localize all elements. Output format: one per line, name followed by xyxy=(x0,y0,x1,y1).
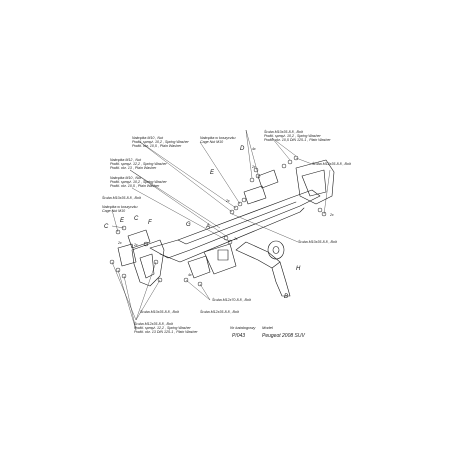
letter-c: C xyxy=(104,224,109,230)
tow-ball-neck xyxy=(235,241,281,269)
qty-4: 2x xyxy=(329,213,334,217)
model-label: Model xyxy=(262,325,273,330)
qty-6: 2x xyxy=(117,241,122,245)
letter-f: F xyxy=(148,220,152,226)
main-beam xyxy=(149,189,321,259)
letter-e: E xyxy=(210,170,215,176)
catalog-number-value: P/043 xyxy=(232,333,246,339)
qty-3: 4x xyxy=(252,147,256,151)
callout-bolt-m10x35-bottom: Śruba M10x35-8.8 , Bolt xyxy=(140,310,179,314)
qty-8: 2x xyxy=(133,243,138,247)
letter-a: A xyxy=(205,224,210,230)
tow-ball xyxy=(267,240,285,260)
qty-1: 2x xyxy=(225,199,230,203)
callout-bolt-m10x35-mid: Śruba M10x35-8.8 , Bolt xyxy=(298,240,337,244)
model-value: Peugeot 2008 SUV xyxy=(262,333,305,339)
qty-2: 2x xyxy=(251,165,256,169)
qty-7: 4x xyxy=(188,273,192,277)
letter-d: D xyxy=(240,146,245,152)
letter-e-2: E xyxy=(120,218,125,224)
center-bracket xyxy=(203,243,237,275)
letter-c-2: C xyxy=(134,216,139,222)
letter-h: H xyxy=(296,266,301,272)
qty-5: 2x xyxy=(233,237,238,241)
catalog-number-label: Nr katalogowy xyxy=(230,325,256,330)
socket-plate xyxy=(217,249,229,261)
callout-bolt-m12x35-bottom: Śruba M12x35-8.8 , Bolt xyxy=(200,310,239,314)
right-bracket xyxy=(295,159,335,205)
callout-bolt-m12x35-right: Śruba M12x35-8.8 , Bolt xyxy=(312,162,351,166)
left-bracket xyxy=(131,239,165,287)
callout-bolt-m12x70: Śruba M12x70-8.8 , Bolt xyxy=(212,298,251,302)
callout-bolt-m10x35-left: Śruba M10x35-8.8 , Bolt xyxy=(102,196,141,200)
letter-g: G xyxy=(186,222,191,228)
letter-b: B xyxy=(284,294,288,300)
